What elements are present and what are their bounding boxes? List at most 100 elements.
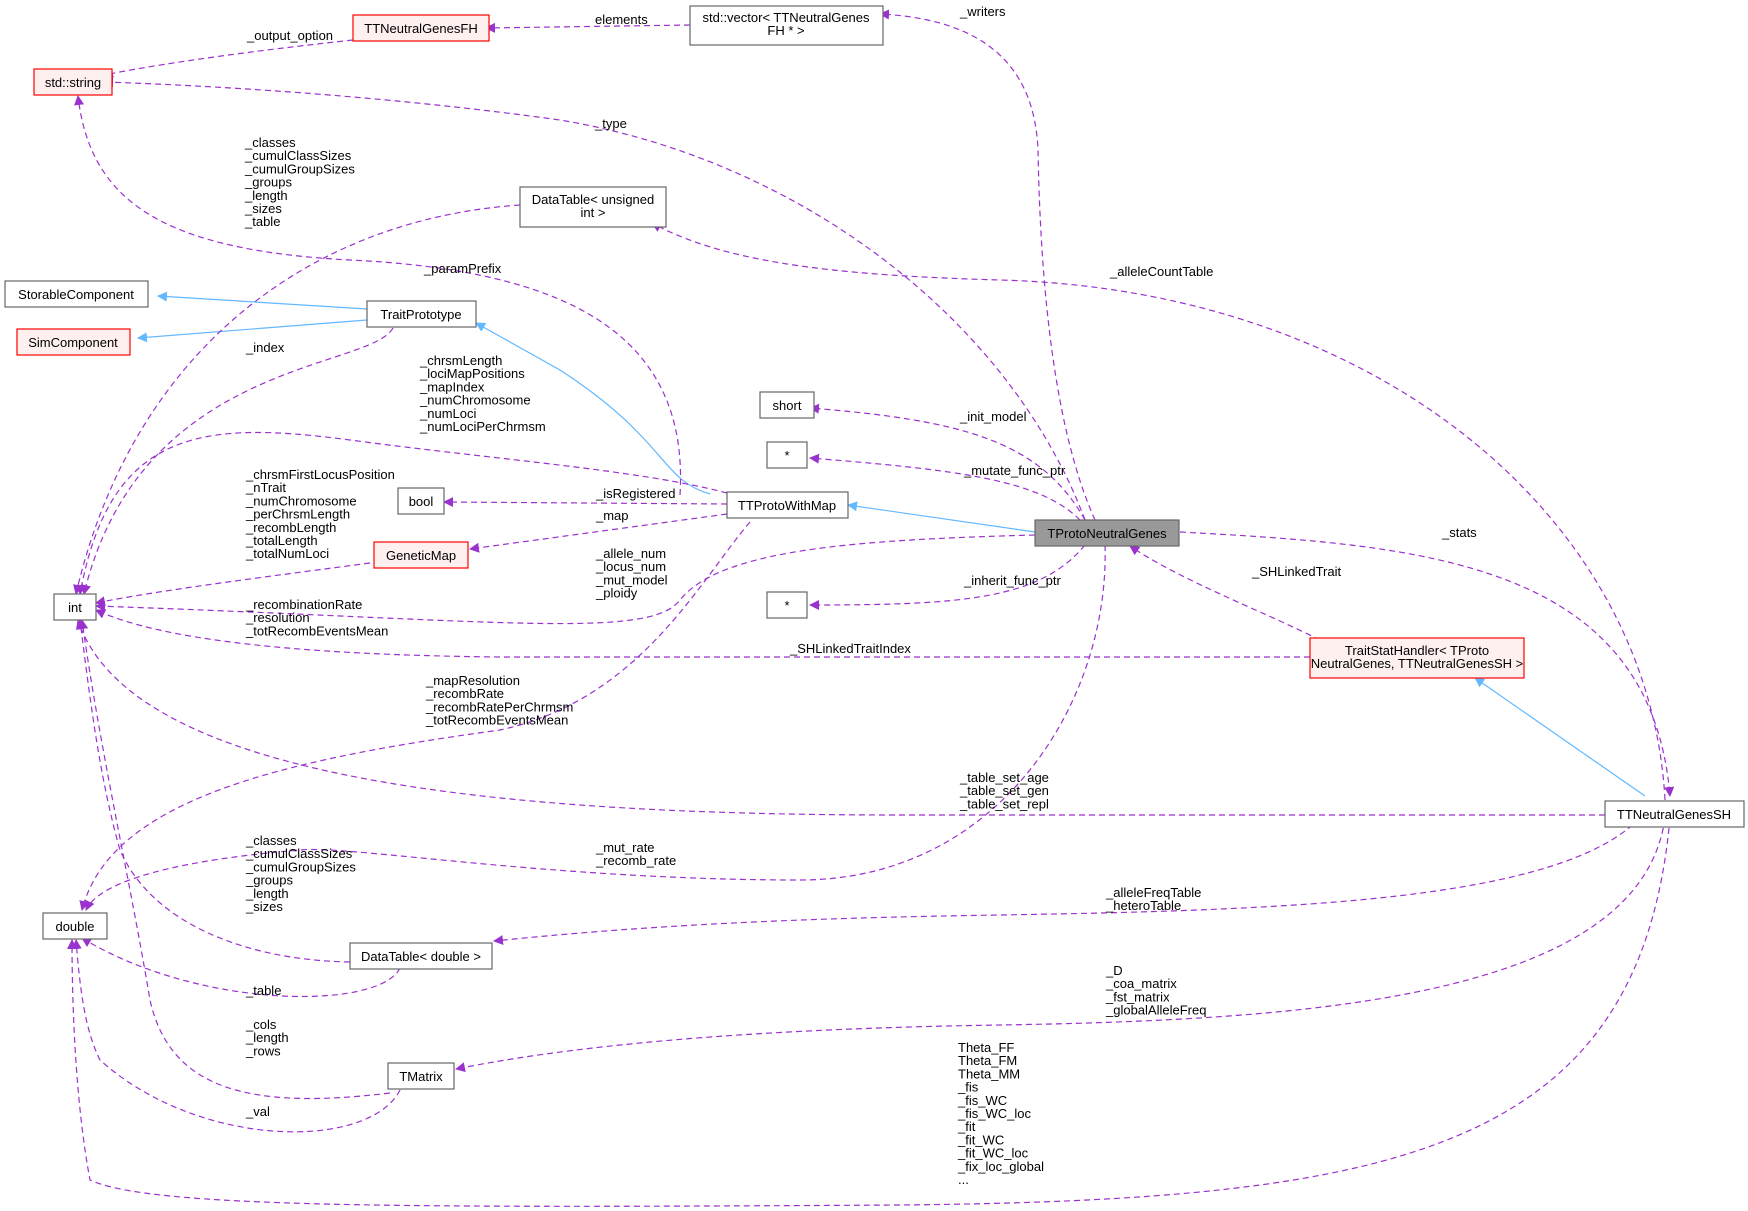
label-line: _cols: [245, 1017, 277, 1032]
svg-text:DataTable< double >: DataTable< double >: [361, 949, 481, 964]
edge-ttprotowithmap-bool: [443, 497, 728, 508]
label-line: _SHLinkedTraitIndex: [789, 641, 911, 656]
label-line: _D: [1105, 963, 1123, 978]
svg-text:int: int: [68, 600, 82, 615]
label-line: _stats: [1441, 525, 1477, 540]
label-line: _allele_num: [595, 546, 666, 561]
node-trait-prototype[interactable]: TraitPrototype: [366, 300, 477, 328]
node-ttneutralgenessh[interactable]: TTNeutralGenesSH: [1604, 800, 1745, 828]
label-chrsm-length: _chrsmLength_lociMapPositions_mapIndex_n…: [419, 353, 546, 434]
node-storable-component[interactable]: StorableComponent: [4, 280, 149, 308]
label-line: _alleleFreqTable: [1105, 885, 1201, 900]
label-line: short: [773, 398, 802, 413]
edge-ttprotowithmap-geneticmap: [469, 513, 728, 553]
label-classes-double: _classes_cumulClassSizes_cumulGroupSizes…: [245, 833, 356, 914]
label-line: GeneticMap: [386, 548, 456, 563]
label-line: double: [55, 919, 94, 934]
label-line: NeutralGenes, TTNeutralGenesSH >: [1311, 656, 1524, 671]
label-line: _init_model: [959, 409, 1027, 424]
label-line: _fix_loc_global: [957, 1159, 1044, 1174]
label-line: _fis_WC_loc: [957, 1106, 1031, 1121]
label-inherit-func-ptr: _inherit_func_ptr: [963, 573, 1062, 588]
label-line: _cumulGroupSizes: [244, 161, 355, 176]
label-line: TMatrix: [399, 1069, 443, 1084]
label-line: _type: [594, 116, 627, 131]
edge-vector-ttneutralgenesfh: [485, 22, 691, 33]
node-tprotoneutralgenes[interactable]: TProtoNeutralGenes: [1034, 519, 1180, 547]
label-init-model: _init_model: [959, 409, 1027, 424]
label-map: _map: [595, 508, 629, 523]
label-val: _val: [245, 1104, 270, 1119]
label-line: _totRecombEventsMean: [425, 713, 568, 728]
label-line: *: [784, 448, 789, 463]
label-line: _mutate_func_ptr: [963, 463, 1066, 478]
svg-text:bool: bool: [409, 494, 434, 509]
label-allele-freq-table: _alleleFreqTable_heteroTable: [1105, 885, 1201, 913]
label-line: Theta_FF: [958, 1040, 1014, 1055]
label-line: _sizes: [245, 899, 283, 914]
label-line: _fit: [957, 1119, 976, 1134]
label-line: _alleleCountTable: [1109, 264, 1213, 279]
label-line: _chrsmFirstLocusPosition: [245, 467, 395, 482]
svg-text:std::vector< TTNeutralGenesFH: std::vector< TTNeutralGenesFH * >: [702, 10, 870, 38]
label-line: DataTable< unsigned: [532, 192, 655, 207]
label-elements: elements: [595, 12, 648, 27]
node-sim-component[interactable]: SimComponent: [16, 328, 131, 356]
svg-text:*: *: [784, 448, 789, 463]
edge-datatabledouble-int: [76, 619, 351, 963]
edge-ttneutralgenessh-datatableunsigned: [651, 222, 1666, 801]
edge-ttneutralgenessh-datatabledouble: [493, 817, 1641, 946]
label-line: _numChromosome: [245, 493, 357, 508]
label-cols: _cols_length_rows: [245, 1017, 289, 1058]
label-line: bool: [409, 494, 434, 509]
node-ttprotowithmap[interactable]: TTProtoWithMap: [726, 491, 849, 519]
node-bool[interactable]: bool: [397, 487, 445, 515]
label-allele-num: _allele_num_locus_num_mut_model_ploidy: [595, 546, 668, 601]
node-short[interactable]: short: [759, 391, 815, 419]
edge-ttprotowithmap-int: [76, 431, 728, 595]
label-line: Theta_MM: [958, 1066, 1020, 1081]
edge-tmatrix-int: [78, 619, 391, 1100]
label-line: TTNeutralGenesSH: [1617, 807, 1731, 822]
label-classes-unsigned: _classes_cumulClassSizes_cumulGroupSizes…: [244, 135, 355, 229]
label-line: _classes: [245, 833, 297, 848]
label-line: _resolution: [245, 610, 310, 625]
label-line: _heteroTable: [1105, 898, 1181, 913]
node-inherit-ptr[interactable]: *: [766, 591, 808, 619]
node-double[interactable]: double: [42, 912, 108, 940]
node-ttneutralgenesfh[interactable]: TTNeutralGenesFH: [352, 14, 490, 42]
svg-text:TraitStatHandler< TProtoNeutra: TraitStatHandler< TProtoNeutralGenes, TT…: [1311, 643, 1524, 671]
node-std-string[interactable]: std::string: [33, 68, 113, 96]
edge-ttneutralgenesfh-stdstring: [103, 39, 354, 79]
label-line: _SHLinkedTrait: [1251, 564, 1342, 579]
label-line: _fit_WC: [957, 1132, 1004, 1147]
label-line: _recombLength: [245, 520, 336, 535]
label-sh-linked-trait: _SHLinkedTrait: [1251, 564, 1342, 579]
edge-traitstathandler-int: [95, 609, 1310, 658]
node-tmatrix[interactable]: TMatrix: [387, 1062, 455, 1090]
label-line: _output_option: [246, 28, 333, 43]
label-line: int >: [581, 205, 606, 220]
label-line: _totalLength: [245, 533, 318, 548]
svg-text:StorableComponent: StorableComponent: [18, 287, 134, 302]
label-line: _isRegistered: [595, 486, 676, 501]
node-genetic-map[interactable]: GeneticMap: [373, 541, 469, 569]
svg-text:TraitPrototype: TraitPrototype: [380, 307, 461, 322]
node-datatable-double[interactable]: DataTable< double >: [349, 942, 493, 970]
label-line: _globalAlleleFreq: [1105, 1003, 1206, 1018]
label-line: _totRecombEventsMean: [245, 623, 388, 638]
edge-datatableunsigned-int: [73, 204, 521, 595]
label-line: std::string: [45, 75, 101, 90]
edge-ttprotowithmap-traitprototype: [475, 322, 711, 495]
label-line: _table: [245, 983, 281, 998]
edge-traitprototype-int-index: [81, 327, 394, 595]
label-line: _mapResolution: [425, 673, 520, 688]
node-int[interactable]: int: [53, 593, 97, 621]
label-line: _numChromosome: [419, 393, 531, 408]
label-line: _mut_rate: [595, 840, 655, 855]
node-mutate-ptr[interactable]: *: [766, 441, 808, 469]
